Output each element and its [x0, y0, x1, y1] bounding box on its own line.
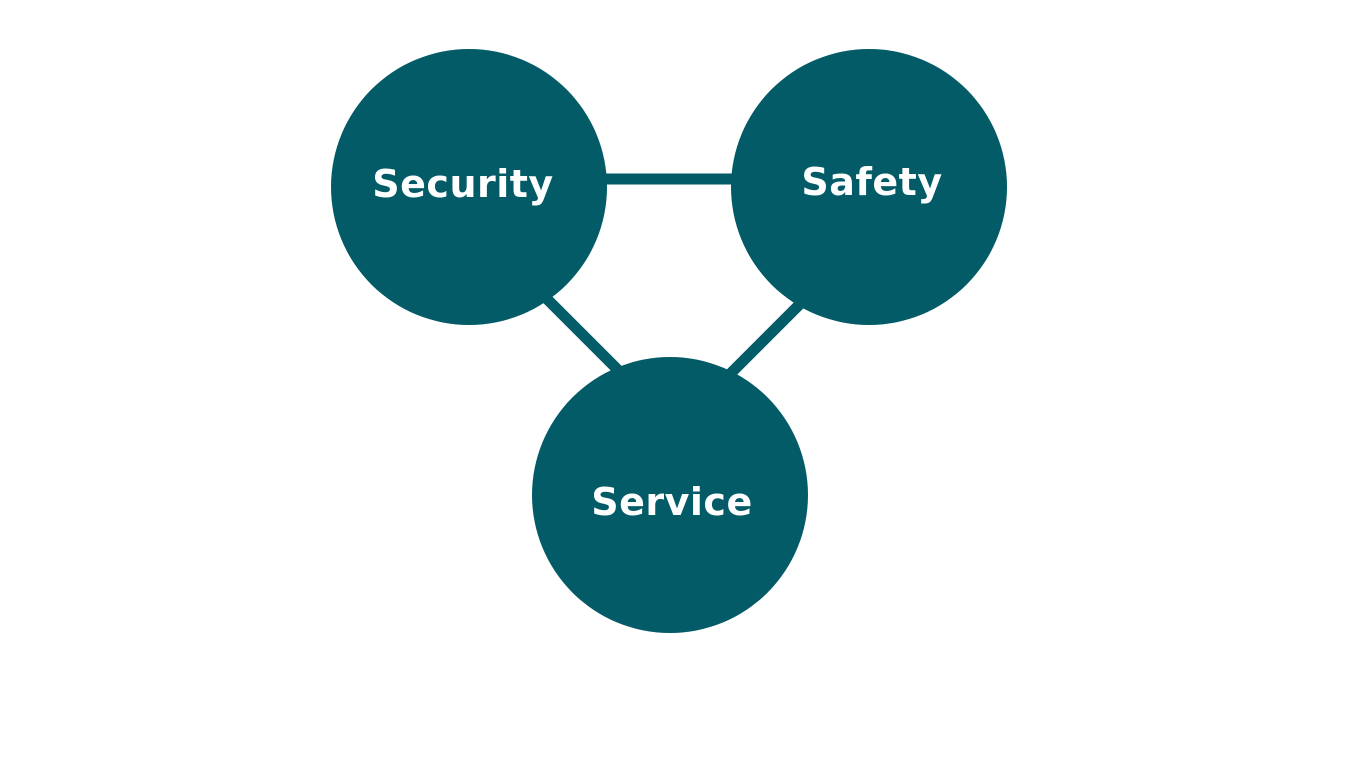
node-safety: Safety [731, 49, 1007, 325]
node-security-circle [331, 49, 607, 325]
node-security: Security [331, 49, 607, 325]
node-safety-label: Safety [801, 160, 942, 204]
node-service-label: Service [591, 480, 752, 524]
node-service-circle [532, 357, 808, 633]
node-security-label: Security [372, 162, 553, 206]
connector-security-service [541, 293, 629, 381]
connector-safety-service [716, 300, 804, 388]
node-service: Service [532, 357, 808, 633]
node-safety-circle [731, 49, 1007, 325]
connectors [541, 173, 804, 388]
